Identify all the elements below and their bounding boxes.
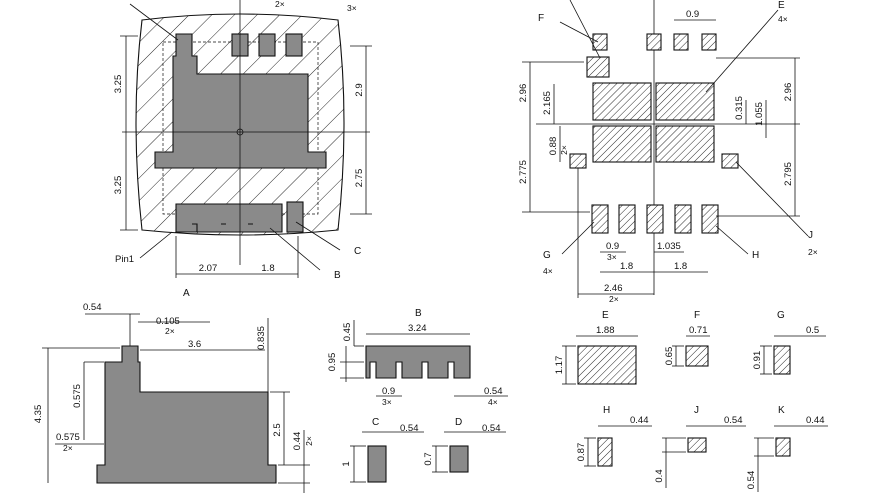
dim-r-1035: 1.035 [657, 241, 681, 252]
pad-h-h: 0.87 [576, 443, 587, 462]
dim-a-36: 3.6 [188, 339, 201, 350]
dim-b-095: 0.95 [327, 353, 338, 372]
dim-d-054: 0.54 [482, 423, 501, 434]
dim-b-324: 3.24 [408, 323, 427, 334]
pad-k-label: K [778, 405, 785, 416]
detail-d-label: D [455, 417, 462, 428]
dim-left-lower: 3.25 [113, 176, 124, 195]
dim-r-bot-09: 0.9 [606, 241, 619, 252]
callout-h: H [752, 250, 759, 261]
pad-e-label: E [602, 310, 609, 321]
dim-right-lower: 2.75 [354, 169, 365, 188]
dim-r-246: 2.46 [604, 283, 623, 294]
detail-b: B 3.24 0.45 0.95 0.9 3× 0.54 4× [327, 308, 508, 407]
dim-a-0575-v: 0.575 [72, 384, 83, 408]
pad-f-w: 0.71 [689, 325, 708, 336]
dim-c-1: 1 [341, 461, 352, 466]
pad-j-label: J [694, 405, 699, 416]
dim-r-296-left: 2.96 [518, 84, 529, 103]
detail-c-label: C [372, 417, 379, 428]
dim-r-088: 0.88 [548, 137, 559, 156]
dim-r-top-09: 0.9 [686, 9, 699, 20]
dim-b-045: 0.45 [342, 323, 353, 342]
pad-h-label: H [603, 405, 610, 416]
pad-g-w: 0.5 [806, 325, 819, 336]
callout-j-mult: 2× [808, 247, 818, 257]
dim-left-upper: 3.25 [113, 75, 124, 94]
dim-a-044-mult: 2× [304, 436, 314, 446]
dim-bottom-left: 2.07 [199, 263, 218, 274]
callout-j: J [808, 230, 813, 241]
pad-details: E 1.88 1.17 F 0.71 0.65 G 0.5 0.91 H 0.4… [554, 310, 828, 492]
dim-bottom-right: 1.8 [261, 263, 274, 274]
dim-r-296-right: 2.96 [783, 83, 794, 102]
pad-g-label: G [777, 310, 785, 321]
callout-f: F [538, 13, 544, 24]
dim-a-044: 0.44 [292, 432, 303, 451]
dim-a-054: 0.54 [83, 302, 102, 313]
dim-a-25: 2.5 [272, 423, 283, 436]
callout-e: E [778, 0, 785, 11]
dim-r-2775: 2.775 [518, 160, 529, 184]
dim-a-435: 4.35 [33, 405, 44, 424]
pad-e-w: 1.88 [596, 325, 615, 336]
pad-f-label: F [694, 310, 700, 321]
dim-r-18-right: 1.8 [674, 261, 687, 272]
dim-b-054-mult: 4× [488, 397, 498, 407]
pad-e-h: 1.17 [554, 356, 565, 375]
dim-r-bot-09-mult: 3× [607, 252, 617, 262]
dim-r-1055: 1.055 [754, 102, 765, 126]
callout-g: G [543, 250, 551, 261]
detail-a: 0.54 0.105 2× 3.6 0.835 4.35 0.575 0.575… [33, 302, 314, 493]
dim-r-246-mult: 2× [609, 294, 619, 304]
dim-a-0575-mult: 2× [63, 443, 73, 453]
caption-a: A [183, 288, 190, 299]
dim-a-0575-h: 0.575 [56, 432, 80, 443]
pad-j-w: 0.54 [724, 415, 743, 426]
pin1-label: Pin1 [115, 254, 134, 265]
dim-r-2165: 2.165 [542, 91, 553, 115]
dim-b-09-mult: 3× [382, 397, 392, 407]
top-label-2x: 2× [275, 0, 285, 9]
callout-c: C [354, 246, 361, 257]
pad-f-h: 0.65 [664, 347, 675, 366]
pad-h-w: 0.44 [630, 415, 649, 426]
dim-c-054: 0.54 [400, 423, 419, 434]
land-pattern: 0.9 F E 4× 2.96 2.165 0.88 2× 2.775 0.31… [518, 0, 818, 304]
pad-k-w: 0.44 [806, 415, 825, 426]
package-view: 3.25 3.25 2.9 2.75 2.07 1.8 2× 3× Pin1 C… [113, 0, 372, 299]
callout-e-mult: 4× [778, 14, 788, 24]
dim-b-09: 0.9 [382, 386, 395, 397]
pad-k-h: 0.54 [746, 471, 757, 490]
dim-r-18-left: 1.8 [620, 261, 633, 272]
detail-b-label: B [415, 308, 422, 319]
callout-b: B [334, 270, 341, 281]
dim-d-07: 0.7 [423, 452, 434, 465]
dim-r-088-mult: 2× [559, 145, 569, 155]
dim-r-2795: 2.795 [783, 162, 794, 186]
detail-d: D 0.54 0.7 [423, 417, 506, 473]
callout-g-mult: 4× [543, 266, 553, 276]
dim-a-0835: 0.835 [256, 326, 267, 350]
dim-a-0105-mult: 2× [165, 326, 175, 336]
dim-a-0105: 0.105 [156, 316, 180, 327]
dim-right-upper: 2.9 [354, 83, 365, 96]
dim-b-054: 0.54 [484, 386, 503, 397]
detail-c: C 0.54 1 [341, 417, 424, 483]
dim-r-0315: 0.315 [734, 96, 745, 120]
top-label-3x: 3× [347, 3, 357, 13]
pad-g-h: 0.91 [752, 351, 763, 370]
pad-j-h: 0.4 [654, 469, 665, 482]
